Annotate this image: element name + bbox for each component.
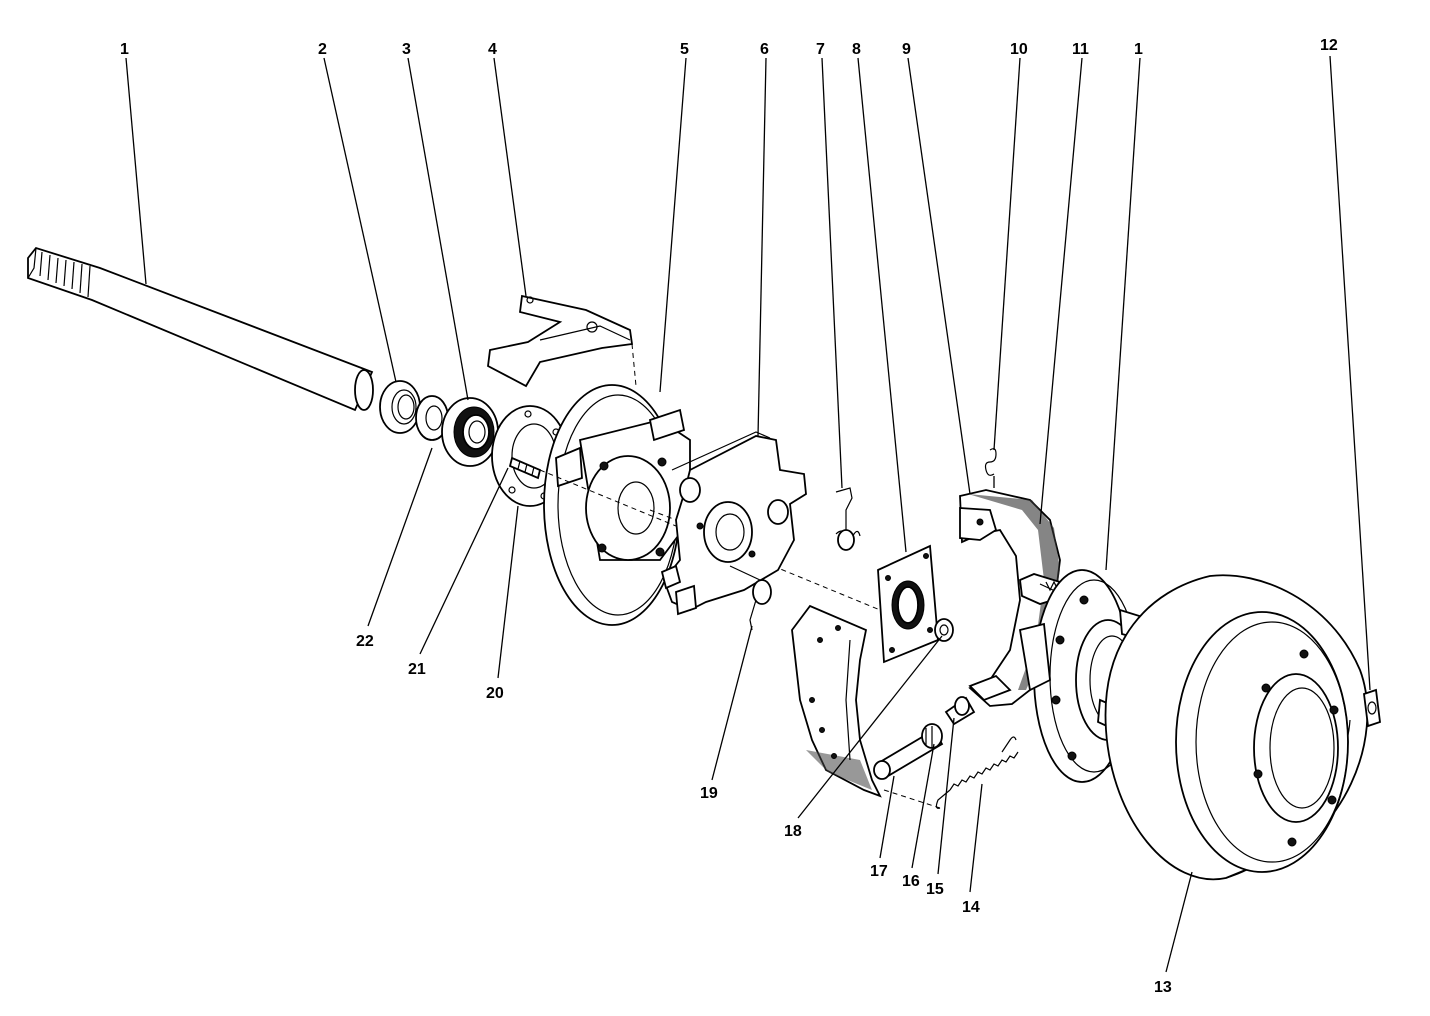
callout-13: 13 [1154,979,1172,996]
anchor-plate [660,431,807,616]
callout-8: 8 [852,41,861,58]
wheel-bearing [415,395,499,467]
callout-22: 22 [356,633,374,650]
brake-shoe-lower [791,604,882,798]
callout-12: 12 [1320,37,1338,54]
callout-11: 11 [1072,41,1089,58]
callout-10: 10 [1010,41,1028,58]
callout-20: 20 [486,685,504,702]
callout-18: 18 [784,823,802,840]
gasket [877,544,939,664]
oil-seal [379,380,421,434]
callout-9: 9 [902,41,911,58]
bolt [508,456,542,480]
callout-labels: 1 2 3 4 5 6 7 8 9 10 11 1 12 13 14 15 16… [120,37,1338,996]
callout-16: 16 [902,873,920,890]
backing-plate [543,384,691,626]
callout-21: 21 [408,661,426,678]
callout-3: 3 [402,41,411,58]
callout-15: 15 [926,881,944,898]
callout-6: 6 [760,41,769,58]
nut [934,618,954,642]
adjuster-nut [944,696,976,726]
callout-19: 19 [700,785,718,802]
callout-4: 4 [488,41,497,58]
callout-17: 17 [870,863,888,880]
axle-shaft [27,246,374,412]
leader-lines [125,55,1371,973]
cable-bracket [487,294,637,388]
return-spring-upper [835,487,861,551]
callout-14: 14 [962,899,980,916]
callout-7: 7 [816,41,825,58]
callout-5: 5 [680,41,689,58]
callout-1-shaft: 1 [120,41,129,58]
callout-2: 2 [318,41,327,58]
lug-nut [1363,688,1381,728]
adjuster-screw [873,723,944,780]
callout-1-hub: 1 [1134,41,1143,58]
brake-drum [1104,574,1369,881]
retaining-clip [984,448,997,488]
